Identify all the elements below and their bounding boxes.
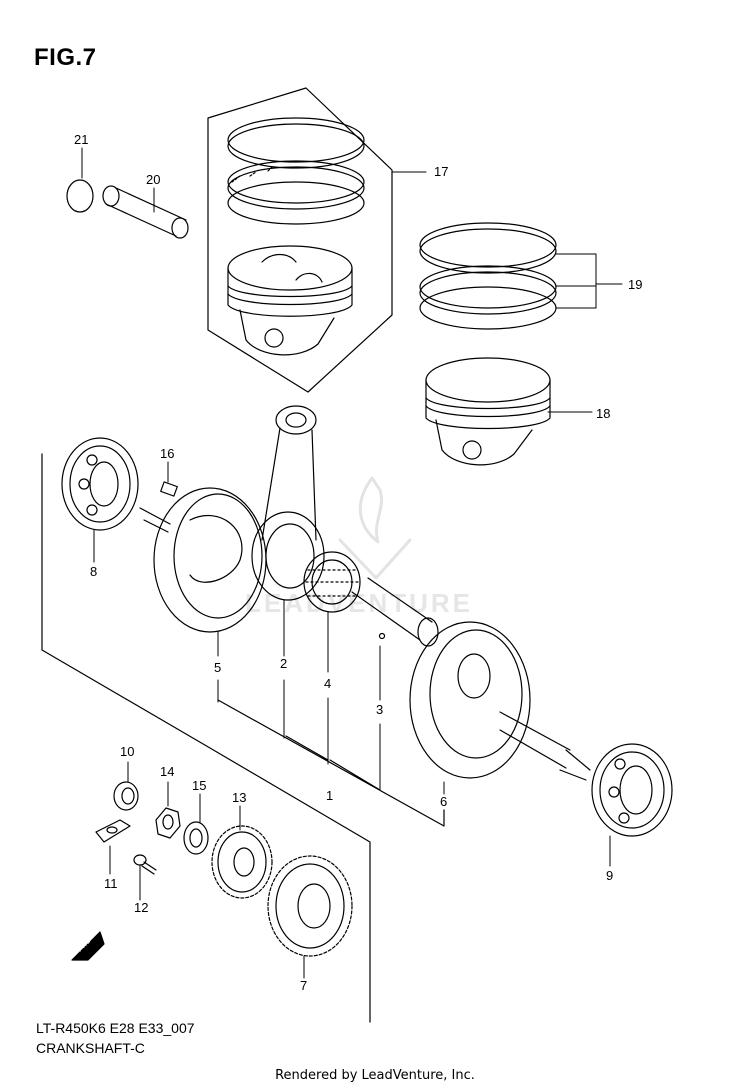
figure-title: FIG.7 <box>34 44 97 71</box>
callout-5: 5 <box>214 660 221 675</box>
callout-19: 19 <box>628 277 642 292</box>
callout-18: 18 <box>596 406 610 421</box>
connecting-rod <box>251 405 325 601</box>
woodruff-key <box>160 481 178 497</box>
callout-21: 21 <box>74 132 88 147</box>
crank-bearing-left <box>61 437 139 531</box>
watermark-text: LEADVENTURE <box>245 588 473 618</box>
crank-bearing-right <box>591 743 673 837</box>
callout-12: 12 <box>134 900 148 915</box>
callout-4: 4 <box>324 676 331 691</box>
callout-7: 7 <box>300 978 307 993</box>
footer-credit: Rendered by LeadVenture, Inc. <box>275 1068 475 1083</box>
crank-pin <box>351 577 439 647</box>
nut-14 <box>155 807 181 839</box>
bolt-12 <box>133 854 157 875</box>
callout-8: 8 <box>90 564 97 579</box>
callout-2: 2 <box>280 656 287 671</box>
callout-16: 16 <box>160 446 174 461</box>
needle-bearing <box>303 551 361 613</box>
callout-3: 3 <box>376 702 383 717</box>
leader-lines <box>81 147 623 979</box>
piston-ring-set <box>227 117 365 225</box>
model-code: LT-R450K6 E28 E33_007 <box>36 1020 195 1036</box>
callout-10: 10 <box>120 744 134 759</box>
callout-11: 11 <box>104 876 118 891</box>
callout-15: 15 <box>192 778 206 793</box>
crankshaft-assembly-bracket <box>41 453 371 1023</box>
bearing-10 <box>113 781 139 811</box>
piston-ring-set-19 <box>419 222 557 330</box>
fwd-arrow-icon <box>71 931 105 961</box>
callout-13: 13 <box>232 790 246 805</box>
watermark-logo <box>338 476 412 580</box>
piston-18 <box>425 357 551 466</box>
plate-11 <box>95 819 131 843</box>
callout-1: 1 <box>326 788 333 803</box>
callout-20: 20 <box>146 172 160 187</box>
callout-14: 14 <box>160 764 174 779</box>
gear-13 <box>211 825 273 899</box>
piston-kit-bracket <box>207 87 393 393</box>
callout-9: 9 <box>606 868 613 883</box>
section-name: CRANKSHAFT-C <box>36 1040 145 1056</box>
circlip <box>66 179 94 213</box>
washer-15 <box>183 821 209 855</box>
callout-6: 6 <box>440 794 447 809</box>
piston-pin <box>102 185 189 239</box>
callout-17: 17 <box>434 164 448 179</box>
crankshaft-group-bracket <box>217 699 445 827</box>
piston <box>227 245 353 356</box>
crankshaft-right-web <box>409 621 591 781</box>
gear-7 <box>267 855 353 957</box>
